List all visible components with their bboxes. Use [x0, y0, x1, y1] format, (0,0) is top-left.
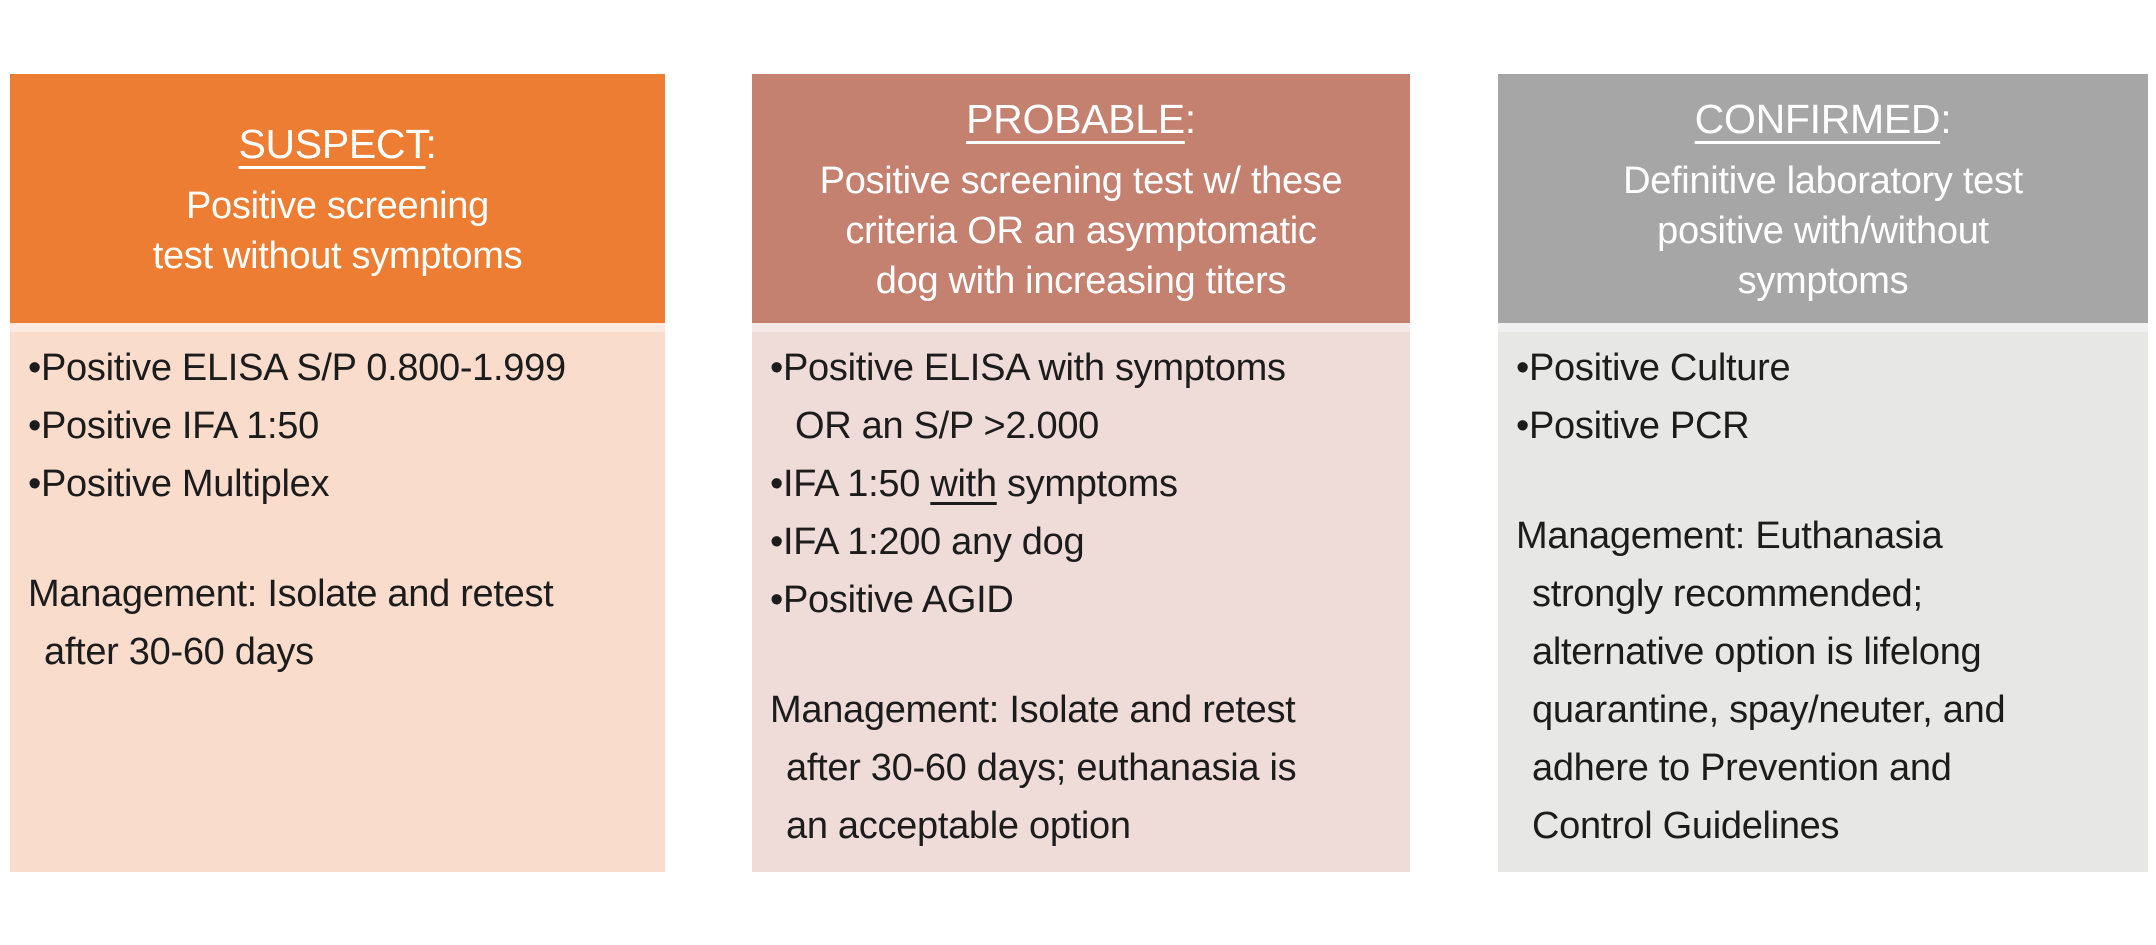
management-note-suspect: Management: Isolate and retest after 30-…	[28, 573, 554, 673]
management-note-confirmed: Management: Euthanasia strongly recommen…	[1516, 515, 2006, 847]
criteria-item: •Positive Culture	[1516, 339, 2136, 397]
card-subtitle-confirmed: Definitive laboratory test positive with…	[1623, 159, 2023, 302]
card-header-confirmed: CONFIRMED: Definitive laboratory test po…	[1498, 74, 2148, 323]
criteria-text: Positive IFA 1:50	[41, 405, 319, 447]
criteria-item: •Positive Multiplex	[28, 455, 653, 513]
criteria-text-pre: IFA 1:50	[783, 463, 931, 505]
criteria-item: •Positive IFA 1:50	[28, 397, 653, 455]
criteria-list: •Positive ELISA with symptoms OR an S/P …	[770, 339, 1398, 629]
category-card-confirmed: CONFIRMED: Definitive laboratory test po…	[1498, 74, 2148, 872]
criteria-text: Positive AGID	[783, 579, 1014, 621]
card-header-probable: PROBABLE: Positive screening test w/ the…	[752, 74, 1410, 323]
card-title-text: PROBABLE	[966, 95, 1185, 142]
card-title-suffix: :	[425, 120, 437, 167]
card-header-suspect: SUSPECT: Positive screening test without…	[10, 74, 665, 323]
category-card-suspect: SUSPECT: Positive screening test without…	[10, 74, 665, 872]
card-body-confirmed: •Positive Culture •Positive PCR Manageme…	[1498, 323, 2148, 872]
criteria-item: •Positive PCR	[1516, 397, 2136, 455]
card-title-probable: PROBABLE:	[966, 92, 1196, 146]
criteria-text: IFA 1:50 with symptoms	[783, 455, 1178, 513]
criteria-text: IFA 1:200 any dog	[783, 521, 1085, 563]
management-note-probable: Management: Isolate and retest after 30-…	[770, 689, 1297, 847]
criteria-text: Positive Multiplex	[41, 463, 330, 505]
spacer	[770, 629, 1398, 681]
criteria-item: •IFA 1:200 any dog	[770, 513, 1398, 571]
card-body-probable: •Positive ELISA with symptoms OR an S/P …	[752, 323, 1410, 872]
bullet-icon: •	[28, 463, 42, 505]
card-title-text: SUSPECT	[238, 120, 426, 167]
bullet-icon: •	[28, 405, 42, 447]
category-card-probable: PROBABLE: Positive screening test w/ the…	[752, 74, 1410, 872]
card-title-suffix: :	[1940, 95, 1952, 142]
bullet-icon: •	[770, 463, 784, 505]
criteria-list: •Positive Culture •Positive PCR	[1516, 339, 2136, 455]
criteria-item: •Positive ELISA with symptoms OR an S/P …	[770, 339, 1398, 455]
bullet-icon: •	[28, 347, 42, 389]
bullet-icon: •	[1516, 347, 1530, 389]
criteria-text-underlined: with	[930, 463, 997, 505]
criteria-text: Positive PCR	[1529, 405, 1750, 447]
card-body-suspect: •Positive ELISA S/P 0.800-1.999 •Positiv…	[10, 323, 665, 872]
criteria-text: Positive ELISA with symptoms OR an S/P >…	[783, 347, 1286, 447]
bullet-icon: •	[770, 579, 784, 621]
card-title-confirmed: CONFIRMED:	[1695, 92, 1952, 146]
criteria-list: •Positive ELISA S/P 0.800-1.999 •Positiv…	[28, 339, 653, 513]
spacer	[28, 513, 653, 565]
criteria-text-post: symptoms	[996, 463, 1178, 505]
criteria-item: •IFA 1:50 with symptoms	[770, 455, 1398, 513]
card-title-text: CONFIRMED	[1694, 95, 1941, 142]
spacer	[1516, 455, 2136, 507]
card-subtitle-probable: Positive screening test w/ these criteri…	[819, 159, 1343, 302]
card-title-suspect: SUSPECT:	[238, 117, 436, 171]
bullet-icon: •	[770, 521, 784, 563]
card-title-suffix: :	[1184, 95, 1196, 142]
criteria-item: •Positive ELISA S/P 0.800-1.999	[28, 339, 653, 397]
bullet-icon: •	[770, 347, 784, 389]
criteria-text: Positive Culture	[1529, 347, 1791, 389]
card-subtitle-suspect: Positive screening test without symptoms	[152, 184, 523, 277]
bullet-icon: •	[1516, 405, 1530, 447]
criteria-text: Positive ELISA S/P 0.800-1.999	[41, 347, 566, 389]
criteria-item: •Positive AGID	[770, 571, 1398, 629]
